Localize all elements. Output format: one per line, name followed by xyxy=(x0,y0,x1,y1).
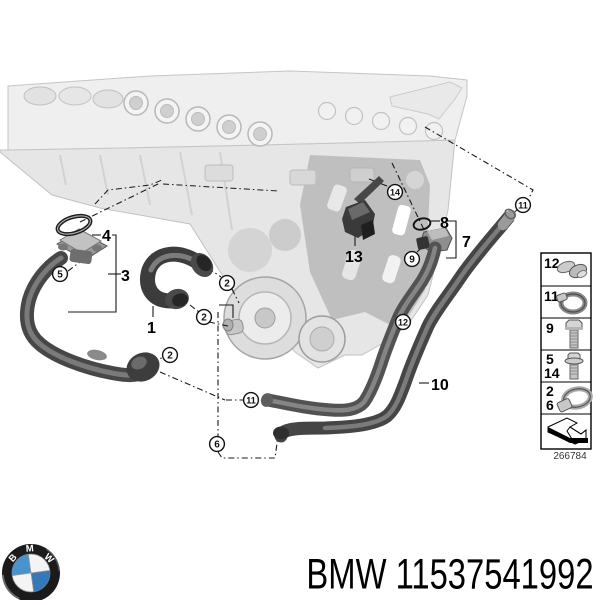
svg-text:14: 14 xyxy=(544,365,560,381)
svg-text:2: 2 xyxy=(546,383,554,399)
svg-text:2: 2 xyxy=(201,313,207,324)
svg-text:10: 10 xyxy=(431,377,449,394)
svg-text:12: 12 xyxy=(544,255,560,271)
svg-text:11: 11 xyxy=(518,201,528,211)
svg-text:9: 9 xyxy=(546,320,554,336)
svg-text:13: 13 xyxy=(345,249,363,266)
svg-text:BMW 11537541992: BMW 11537541992 xyxy=(306,550,593,598)
svg-text:11: 11 xyxy=(544,288,559,304)
svg-text:2: 2 xyxy=(224,279,230,290)
svg-text:3: 3 xyxy=(121,268,130,285)
svg-text:4: 4 xyxy=(102,228,111,245)
svg-text:8: 8 xyxy=(440,215,449,232)
svg-text:M: M xyxy=(25,543,34,555)
svg-text:5: 5 xyxy=(546,351,554,367)
svg-text:12: 12 xyxy=(398,318,408,328)
svg-text:14: 14 xyxy=(390,188,400,198)
svg-text:1: 1 xyxy=(147,320,156,337)
svg-text:7: 7 xyxy=(462,234,471,251)
svg-text:9: 9 xyxy=(409,255,415,266)
svg-text:6: 6 xyxy=(214,440,220,451)
svg-text:11: 11 xyxy=(246,396,256,406)
svg-text:266784: 266784 xyxy=(553,451,587,462)
svg-text:2: 2 xyxy=(167,351,173,362)
svg-text:5: 5 xyxy=(57,270,63,281)
svg-text:6: 6 xyxy=(546,397,554,413)
